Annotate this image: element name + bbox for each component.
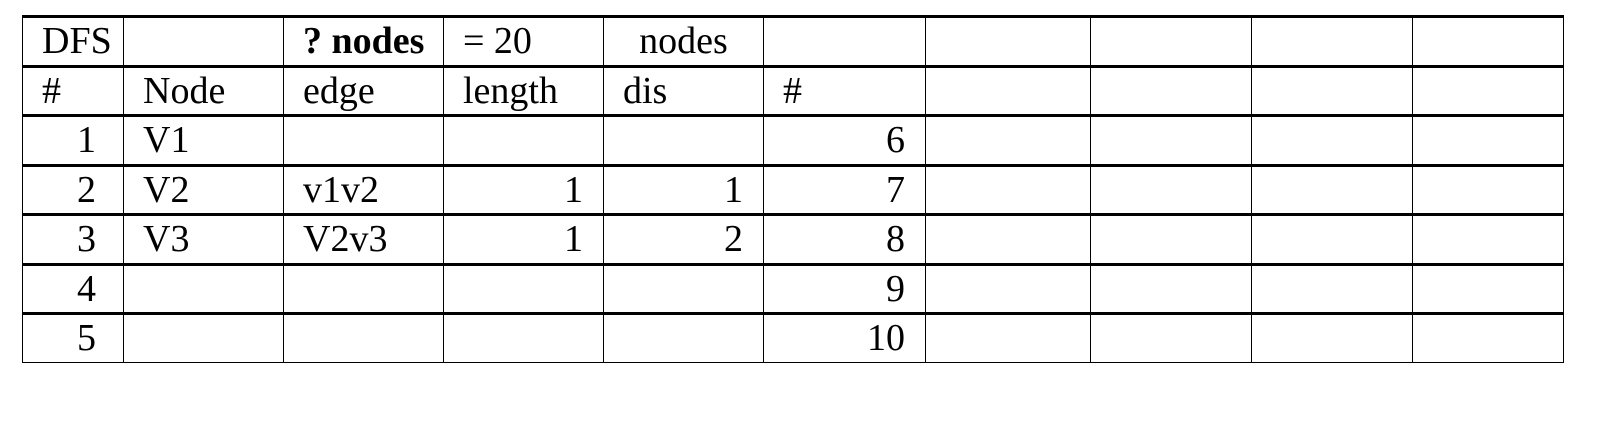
cell-count: 10: [763, 312, 926, 363]
cell-empty: [1412, 312, 1564, 363]
cell-edge: v1v2: [283, 163, 444, 215]
cell-empty: [123, 15, 284, 67]
cell-empty: [1090, 114, 1252, 166]
cell-empty: [1090, 64, 1252, 116]
cell-empty: [925, 64, 1091, 116]
cell-empty: [1412, 262, 1564, 314]
cell-edge: V2v3: [283, 213, 444, 265]
cell-empty: [1412, 114, 1564, 166]
header-edge: edge: [283, 64, 444, 116]
cell-count: 9: [763, 262, 926, 314]
cell-count: 7: [763, 163, 926, 215]
cell-empty: [763, 15, 926, 67]
header-num: #: [22, 64, 124, 116]
cell-edge: [283, 312, 444, 363]
cell-length: [443, 312, 604, 363]
cell-row-num: 1: [22, 114, 124, 166]
cell-title-q-nodes: ? nodes: [283, 15, 444, 67]
cell-length: [443, 114, 604, 166]
cell-empty: [925, 163, 1091, 215]
cell-dis: [603, 114, 764, 166]
cell-dis: [603, 312, 764, 363]
cell-dis: 1: [603, 163, 764, 215]
cell-empty: [1251, 15, 1413, 67]
cell-row-num: 2: [22, 163, 124, 215]
cell-length: [443, 262, 604, 314]
cell-empty: [1251, 312, 1413, 363]
cell-empty: [1251, 262, 1413, 314]
cell-row-num: 3: [22, 213, 124, 265]
dfs-table: DFS ? nodes = 20 nodes # Node edge lengt…: [22, 15, 1564, 363]
cell-empty: [1090, 262, 1252, 314]
cell-empty: [1090, 163, 1252, 215]
cell-empty: [1251, 213, 1413, 265]
cell-empty: [1412, 64, 1564, 116]
cell-node: V3: [123, 213, 284, 265]
cell-node: [123, 262, 284, 314]
header-node: Node: [123, 64, 284, 116]
cell-empty: [1251, 64, 1413, 116]
cell-edge: [283, 114, 444, 166]
cell-empty: [1412, 213, 1564, 265]
cell-title-equals-20: = 20: [443, 15, 604, 67]
document-table-container: DFS ? nodes = 20 nodes # Node edge lengt…: [22, 15, 1564, 363]
cell-empty: [1090, 312, 1252, 363]
table-row: 4 9: [22, 262, 1564, 314]
cell-empty: [1251, 114, 1413, 166]
title-row: DFS ? nodes = 20 nodes: [22, 15, 1564, 67]
header-length: length: [443, 64, 604, 116]
cell-empty: [925, 213, 1091, 265]
cell-empty: [925, 312, 1091, 363]
cell-title-dfs: DFS: [22, 15, 124, 67]
cell-count: 6: [763, 114, 926, 166]
cell-length: 1: [443, 163, 604, 215]
cell-row-num: 4: [22, 262, 124, 314]
cell-row-num: 5: [22, 312, 124, 363]
cell-empty: [925, 114, 1091, 166]
cell-empty: [1412, 163, 1564, 215]
cell-empty: [1090, 213, 1252, 265]
cell-title-nodes: nodes: [603, 15, 764, 67]
cell-empty: [925, 15, 1091, 67]
cell-edge: [283, 262, 444, 314]
cell-node: V2: [123, 163, 284, 215]
header-row: # Node edge length dis #: [22, 64, 1564, 116]
table-row: 3 V3 V2v3 1 2 8: [22, 213, 1564, 265]
cell-length: 1: [443, 213, 604, 265]
cell-empty: [925, 262, 1091, 314]
cell-node: V1: [123, 114, 284, 166]
cell-empty: [1090, 15, 1252, 67]
cell-empty: [1412, 15, 1564, 67]
table-row: 2 V2 v1v2 1 1 7: [22, 163, 1564, 215]
header-dis: dis: [603, 64, 764, 116]
cell-count: 8: [763, 213, 926, 265]
cell-dis: 2: [603, 213, 764, 265]
cell-empty: [1251, 163, 1413, 215]
table-row: 1 V1 6: [22, 114, 1564, 166]
table-row: 5 10: [22, 312, 1564, 363]
cell-node: [123, 312, 284, 363]
cell-dis: [603, 262, 764, 314]
header-count: #: [763, 64, 926, 116]
